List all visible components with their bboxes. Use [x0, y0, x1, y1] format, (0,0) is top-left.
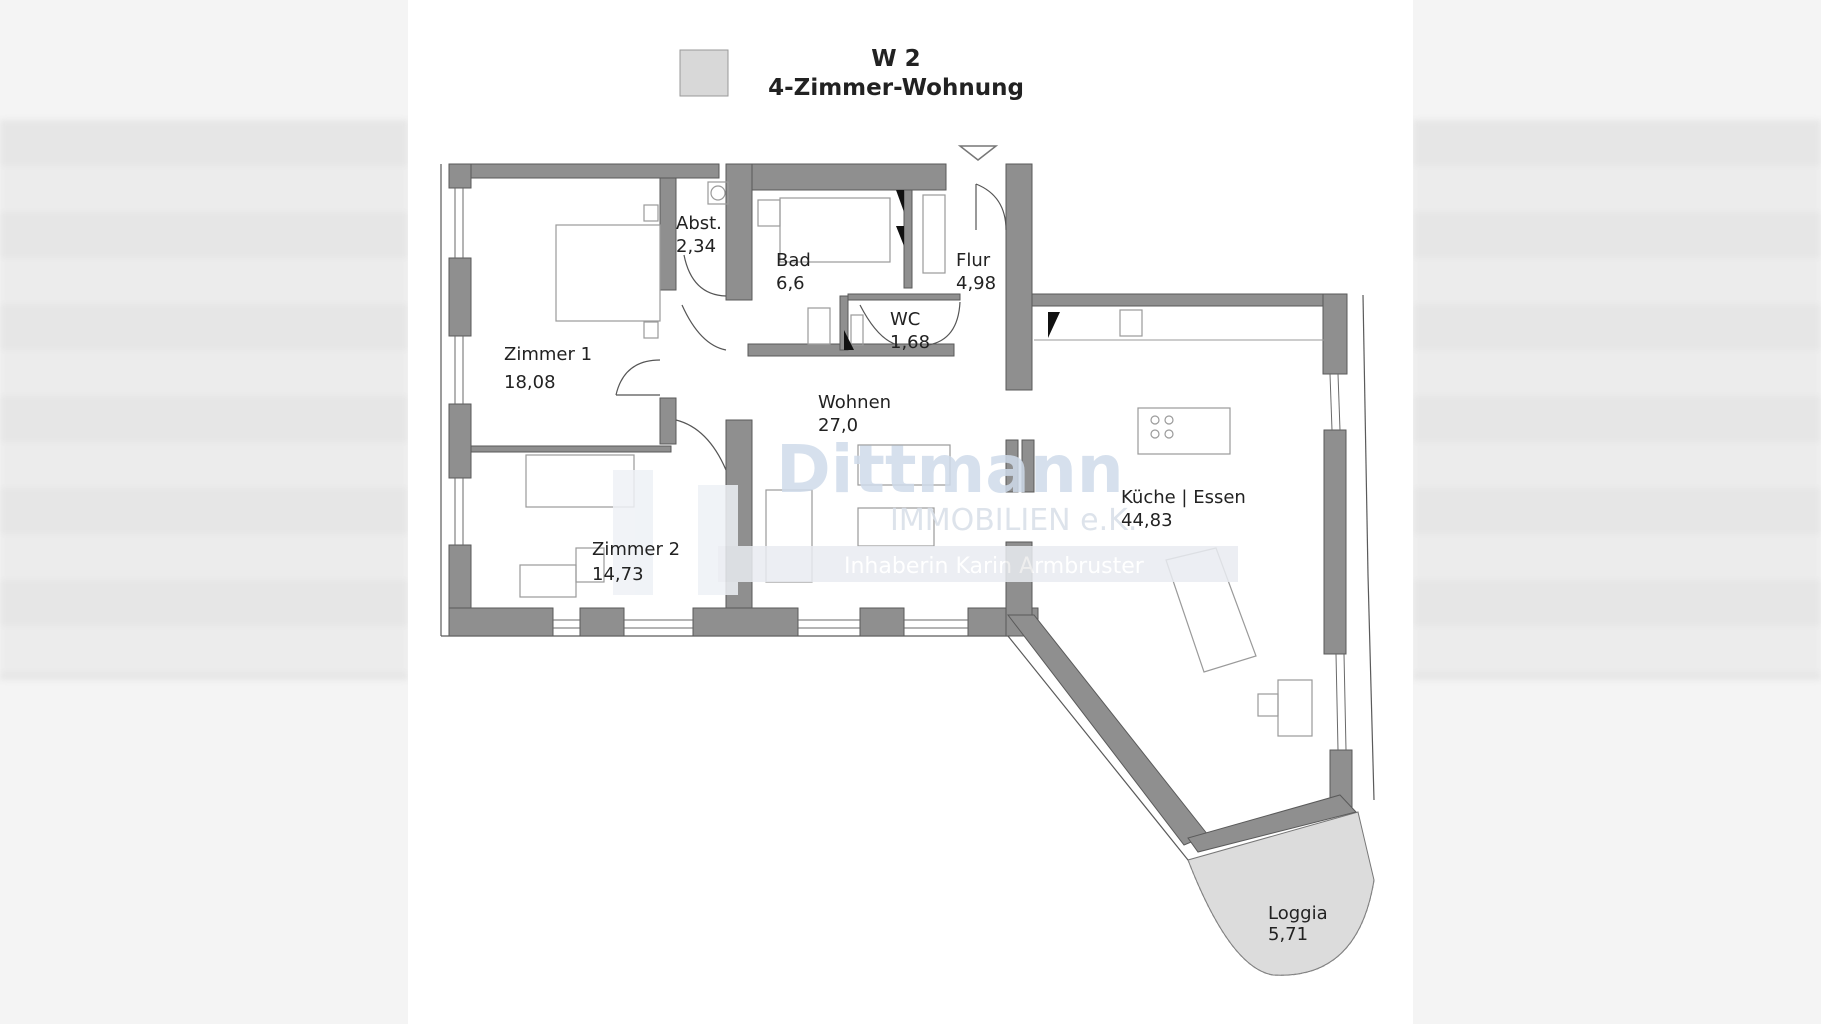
watermark-brand: Dittmann: [776, 431, 1124, 508]
windows: [454, 188, 1347, 751]
room-name-flur: Flur: [956, 250, 991, 271]
watermark-owner: Inhaberin Karin Armbruster: [844, 554, 1145, 579]
room-area-bad: 6,6: [776, 273, 805, 294]
legend-swatch: [679, 49, 729, 97]
room-area-flur: 4,98: [956, 273, 996, 294]
room-labels: Zimmer 1 18,08 Abst. 2,34 Bad 6,6 Flur 4…: [504, 213, 1328, 945]
room-area-zimmer2: 14,73: [592, 564, 644, 585]
room-area-kueche: 44,83: [1121, 510, 1173, 531]
floor-plan-sheet: W 2 4-Zimmer-Wohnung: [408, 0, 1413, 1024]
unit-code: W 2: [871, 46, 920, 72]
watermark-logo: [613, 470, 653, 595]
room-name-wohnen: Wohnen: [818, 392, 891, 413]
entrance-arrow-icon: [957, 145, 999, 161]
room-name-wc: WC: [890, 309, 920, 330]
room-name-zimmer2: Zimmer 2: [592, 539, 680, 560]
room-area-zimmer1: 18,08: [504, 372, 556, 393]
blurred-background-right: [1413, 120, 1821, 680]
toilet-wc: [850, 314, 864, 346]
watermark: Dittmann IMMOBILIEN e.K. Inhaberin Karin…: [613, 431, 1238, 595]
room-area-wohnen: 27,0: [818, 415, 858, 436]
room-name-bad: Bad: [776, 250, 811, 271]
floor-plan: W 2 4-Zimmer-Wohnung: [440, 46, 1375, 976]
stair-marker: [1048, 312, 1060, 338]
room-name-loggia: Loggia: [1268, 903, 1328, 924]
room-area-loggia: 5,71: [1268, 924, 1308, 945]
toilet-bad: [807, 307, 831, 345]
bed-zimmer1: [555, 224, 661, 322]
room-name-abst: Abst.: [676, 213, 722, 234]
doors: [615, 183, 1007, 471]
room-name-kueche: Küche | Essen: [1121, 487, 1246, 508]
room-name-zimmer1: Zimmer 1: [504, 344, 592, 365]
kitchen-island: [1137, 407, 1231, 455]
bathtub: [779, 197, 891, 263]
room-area-abst: 2,34: [676, 236, 716, 257]
desk-zimmer2: [519, 564, 577, 598]
blurred-background-left: [0, 120, 408, 680]
unit-type: 4-Zimmer-Wohnung: [768, 75, 1024, 101]
watermark-brand-sub: IMMOBILIEN e.K.: [890, 503, 1137, 538]
room-area-wc: 1,68: [890, 332, 930, 353]
shaft-marker: [896, 190, 904, 212]
